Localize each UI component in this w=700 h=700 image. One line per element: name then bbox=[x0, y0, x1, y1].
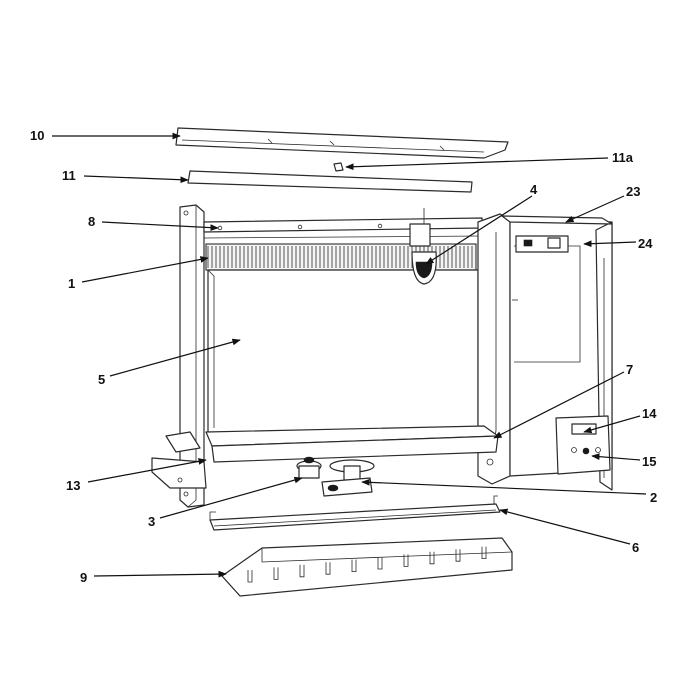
grille-slot bbox=[247, 570, 253, 583]
part-5-panel bbox=[207, 269, 479, 435]
callout-label-23: 23 bbox=[626, 184, 640, 199]
part-8-top-rail bbox=[203, 217, 483, 239]
callout-label-14: 14 bbox=[642, 406, 657, 421]
leader-arrow-24 bbox=[583, 240, 637, 248]
leader-arrow-4 bbox=[425, 195, 533, 265]
grille-slot bbox=[299, 564, 305, 578]
grille-slot bbox=[481, 546, 487, 559]
part-9-front-grille bbox=[221, 537, 513, 597]
leader-arrow-14 bbox=[583, 415, 641, 434]
leader-arrow-6 bbox=[499, 508, 631, 545]
leader-arrow-11 bbox=[83, 175, 189, 184]
part-11-strip bbox=[187, 170, 473, 193]
grille-slot bbox=[351, 559, 357, 572]
grille-slot bbox=[377, 557, 383, 570]
callout-label-6: 6 bbox=[632, 540, 639, 555]
leader-arrow-15 bbox=[591, 453, 641, 461]
grille-slot bbox=[403, 554, 409, 567]
leader-arrow-13 bbox=[87, 458, 207, 483]
part-7-bottom-trough bbox=[205, 425, 499, 463]
leader-arrow-8 bbox=[101, 221, 219, 231]
grille-slot bbox=[455, 549, 461, 562]
callout-label-9: 9 bbox=[80, 570, 87, 585]
grille-slot bbox=[429, 551, 435, 565]
part-10-top-cover bbox=[175, 127, 509, 159]
part-2-fan-unit bbox=[321, 459, 375, 497]
heating-fins bbox=[207, 246, 473, 268]
callout-label-7: 7 bbox=[626, 362, 633, 377]
part-24-bracket bbox=[515, 235, 569, 253]
callout-label-3: 3 bbox=[148, 514, 155, 529]
leader-arrow-5 bbox=[109, 338, 241, 377]
part-3-fitting bbox=[296, 456, 322, 479]
leader-arrow-7 bbox=[493, 371, 625, 439]
leader-arrow-9 bbox=[93, 570, 227, 578]
grille-slot bbox=[325, 562, 331, 575]
callout-label-4: 4 bbox=[530, 182, 538, 197]
grille-slot bbox=[273, 567, 279, 580]
callout-label-11a: 11a bbox=[612, 150, 634, 165]
callout-label-2: 2 bbox=[650, 490, 657, 505]
callout-label-11: 11 bbox=[62, 168, 76, 183]
callout-label-5: 5 bbox=[98, 372, 105, 387]
part-14-15-controller bbox=[555, 415, 611, 475]
callout-label-10: 10 bbox=[30, 128, 44, 143]
callout-label-8: 8 bbox=[88, 214, 95, 229]
leader-arrow-2 bbox=[361, 478, 647, 495]
grille-slots bbox=[247, 546, 487, 583]
leader-arrow-11a bbox=[345, 157, 609, 171]
part-11a-clip bbox=[333, 162, 344, 172]
part-6-guide-rail bbox=[209, 495, 501, 531]
callout-label-24: 24 bbox=[638, 236, 653, 251]
callout-label-13: 13 bbox=[66, 478, 80, 493]
callout-label-15: 15 bbox=[642, 454, 656, 469]
leader-arrow-3 bbox=[159, 476, 303, 519]
callout-label-1: 1 bbox=[68, 276, 75, 291]
leader-arrow-23 bbox=[565, 195, 625, 223]
leader-arrow-1 bbox=[81, 256, 209, 283]
